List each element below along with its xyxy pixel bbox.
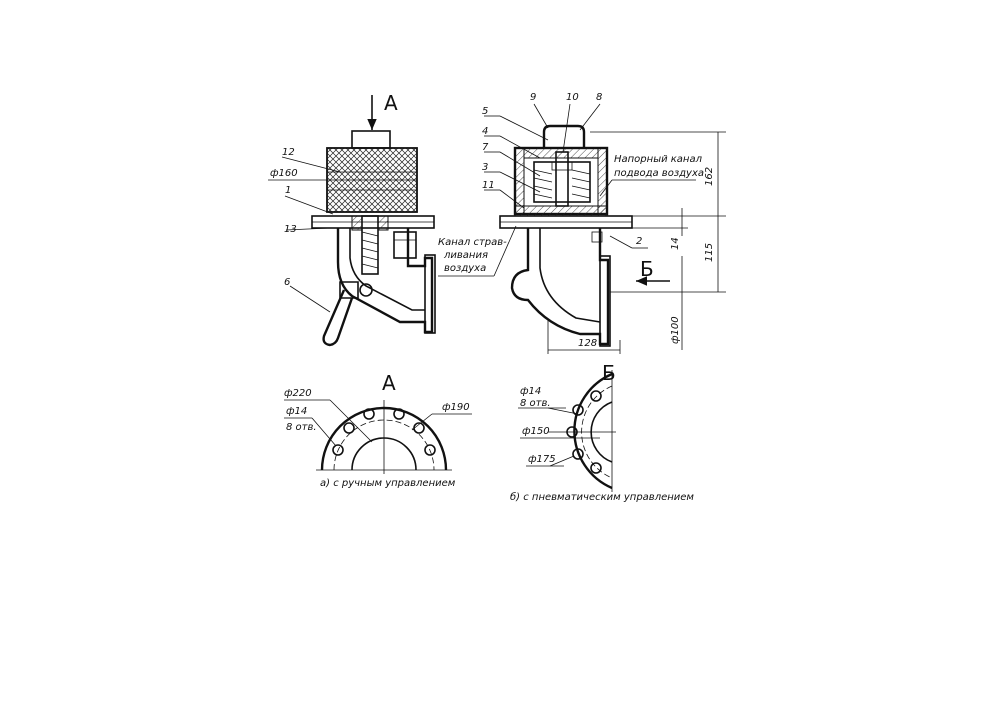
vent-channel-note: Канал страв- ливания воздуха	[438, 225, 517, 277]
holes-count-a: 8 отв.	[286, 422, 317, 433]
part-number-9: 9	[530, 92, 536, 103]
part-number-8: 8	[596, 92, 602, 103]
dim-h162: 162	[704, 167, 715, 186]
vent-channel-line-1: Канал страв-	[438, 237, 507, 248]
bolt-hole	[332, 444, 344, 456]
flange-view-a: А ф220 ф14 8 отв. ф190 а) с ручным управ…	[284, 371, 472, 489]
part-number-12: 12	[282, 147, 295, 158]
part-number-3: 3	[482, 162, 488, 173]
dim-d100: ф100	[670, 316, 681, 344]
bolt-hole	[572, 448, 584, 460]
vent-channel-line-2: ливания	[443, 250, 488, 261]
top-handle	[542, 124, 586, 148]
view-a-arrow-label: А	[384, 91, 398, 115]
part-number-10: 10	[566, 92, 579, 103]
bolt-hole	[343, 422, 355, 434]
bolt-hole	[424, 444, 436, 456]
view-b-arrow-label: Б	[640, 257, 654, 281]
part-number-11: 11	[482, 180, 495, 191]
part-number-1: 1	[285, 185, 291, 196]
dim-d150: ф150	[522, 426, 550, 437]
dim-d220: ф220	[284, 388, 312, 399]
part-number-5: 5	[482, 106, 488, 117]
part-number-6: 6	[284, 277, 290, 288]
part-number-4: 4	[482, 126, 488, 137]
bolt-hole	[590, 462, 602, 474]
pressure-channel-line-2: подвода воздуха	[614, 168, 704, 179]
part-number-2: 2	[636, 236, 642, 247]
part-number-13: 13	[284, 224, 297, 235]
dim-d160: ф160	[270, 168, 298, 179]
cam-pivot	[359, 283, 373, 297]
bolt-hole	[572, 404, 584, 416]
pressure-channel-line-1: Напорный канал	[614, 154, 703, 165]
valve-body	[336, 228, 434, 334]
holes-count-b: 8 отв.	[520, 398, 551, 409]
bolt-hole	[393, 408, 405, 420]
flange-b-outline	[573, 372, 613, 490]
dim-h14: 14	[670, 237, 681, 250]
dim-h115: 115	[704, 243, 715, 262]
outlet-flange-b	[599, 255, 611, 347]
vent-channel-line-3: воздуха	[444, 263, 486, 274]
caption-manual: а) с ручным управлением	[320, 478, 456, 489]
bolt-hole	[590, 390, 602, 402]
manual-valve-section: А ф160 12 1 13	[268, 91, 436, 347]
dim-len128: 128	[578, 338, 597, 349]
dim-d175: ф175	[528, 454, 556, 465]
bolt-hole	[566, 426, 578, 438]
caption-pneumatic: б) с пневматическим управлением	[510, 491, 694, 503]
valve-stem	[361, 215, 379, 275]
view-b-title: Б	[602, 361, 616, 385]
part-number-7: 7	[482, 142, 489, 153]
top-cap	[351, 130, 391, 149]
elbow-body	[510, 228, 610, 346]
pneumatic-valve-section: Б 5 4 7 3 11 9 10 8 2 Напорный канал под…	[482, 92, 726, 354]
dim-d14-a: ф14	[286, 406, 307, 417]
view-a-title: А	[382, 371, 396, 395]
outlet-flange	[424, 254, 436, 334]
dim-d190: ф190	[442, 402, 470, 413]
control-lever	[322, 289, 354, 347]
bolt-hole	[363, 408, 375, 420]
dim-d14-b: ф14	[520, 386, 541, 397]
piston-rod	[555, 151, 569, 207]
flange-view-b: Б ф14 8 отв. ф150 ф175 б) с пневматическ…	[510, 361, 694, 503]
